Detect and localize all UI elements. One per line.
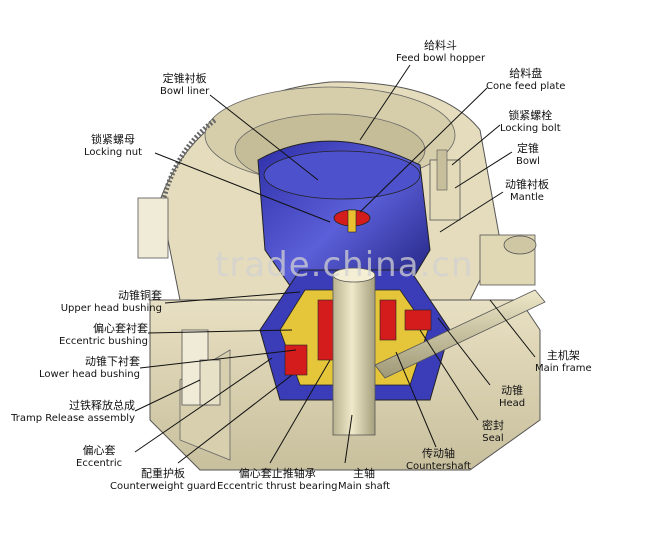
- label-eccentric: 偏心套 Eccentric: [76, 444, 123, 469]
- cone-feed-plate-shape: [333, 209, 371, 233]
- leader-lines: [134, 64, 536, 464]
- label-cn: 配重护板: [140, 467, 185, 480]
- label-cn: 给料斗: [424, 39, 458, 52]
- tramp-release-shape: [137, 197, 221, 406]
- label-seal: 密封 Seal: [482, 419, 504, 444]
- label-cn: 定锥: [516, 142, 539, 155]
- label-cn: 给料盘: [509, 67, 543, 80]
- label-en: Bowl liner: [160, 85, 210, 97]
- label-en: Tramp Release assembly: [11, 412, 135, 424]
- label-en: Main frame: [535, 362, 592, 374]
- label-en: Bowl: [516, 155, 540, 167]
- label-bowl-liner: 定锥衬板 Bowl liner: [160, 72, 210, 97]
- label-en: Feed bowl hopper: [396, 52, 486, 64]
- label-locking-bolt: 锁紧螺栓 Locking bolt: [500, 109, 561, 134]
- main-shaft-shape: [332, 267, 376, 436]
- label-cn: 动锥衬板: [505, 178, 549, 191]
- label-head: 动锥 Head: [499, 384, 526, 409]
- label-en: Head: [499, 397, 526, 409]
- label-en: Eccentric: [76, 457, 123, 469]
- label-en: Mantle: [510, 191, 544, 203]
- label-en: Counterweight guard: [110, 480, 216, 492]
- label-tramp-release: 过铁释放总成 Tramp Release assembly: [11, 399, 135, 424]
- watermark-text: trade.china.cn: [215, 245, 474, 285]
- label-cn: 主轴: [353, 467, 375, 480]
- label-cn: 动锥: [501, 384, 524, 397]
- label-cn: 密封: [482, 419, 504, 432]
- label-en: Seal: [482, 432, 504, 444]
- label-en: Locking nut: [84, 146, 143, 158]
- label-en: Countershaft: [406, 460, 471, 472]
- label-en: Upper head bushing: [60, 302, 162, 314]
- bushings-shape: [284, 299, 432, 376]
- label-cn: 动锥铜套: [118, 289, 162, 302]
- label-cn: 动锥下衬套: [85, 355, 140, 368]
- label-en: Eccentric bushing: [59, 335, 148, 347]
- label-en: Cone feed plate: [486, 80, 566, 92]
- label-cn: 过铁释放总成: [69, 399, 135, 412]
- locking-bolt-shape: [429, 149, 461, 221]
- label-feed-bowl-hopper: 给料斗 Feed bowl hopper: [396, 39, 486, 64]
- label-cn: 锁紧螺母: [91, 133, 136, 146]
- label-upper-head-bushing: 动锥铜套 Upper head bushing: [60, 289, 162, 314]
- label-bowl: 定锥 Bowl: [516, 142, 540, 167]
- label-en: Main shaft: [338, 480, 390, 492]
- label-mantle: 动锥衬板 Mantle: [505, 178, 549, 203]
- label-countershaft: 传动轴 Countershaft: [406, 447, 471, 472]
- label-main-shaft: 主轴 Main shaft: [338, 467, 390, 492]
- label-cn: 主机架: [546, 349, 580, 362]
- label-locking-nut: 锁紧螺母 Locking nut: [84, 133, 143, 158]
- label-cn: 锁紧螺栓: [508, 109, 553, 122]
- label-en: Locking bolt: [500, 122, 561, 134]
- label-cn: 偏心套止推轴承: [238, 467, 316, 480]
- label-counterweight-guard: 配重护板 Counterweight guard: [110, 467, 216, 492]
- countershaft-shape: [374, 234, 546, 379]
- label-main-frame: 主机架 Main frame: [535, 349, 592, 374]
- label-cn: 传动轴: [421, 447, 455, 460]
- label-eccentric-thrust-bearing: 偏心套止推轴承 Eccentric thrust bearing: [217, 467, 338, 492]
- label-cn: 偏心套: [82, 444, 116, 457]
- label-cone-feed-plate: 给料盘 Cone feed plate: [486, 67, 566, 92]
- label-lower-head-bushing: 动锥下衬套 Lower head bushing: [39, 355, 140, 380]
- label-eccentric-bushing: 偏心套衬套 Eccentric bushing: [59, 322, 148, 347]
- label-cn: 定锥衬板: [162, 72, 207, 85]
- label-en: Lower head bushing: [39, 368, 140, 380]
- label-en: Eccentric thrust bearing: [217, 480, 338, 492]
- label-cn: 偏心套衬套: [93, 322, 148, 335]
